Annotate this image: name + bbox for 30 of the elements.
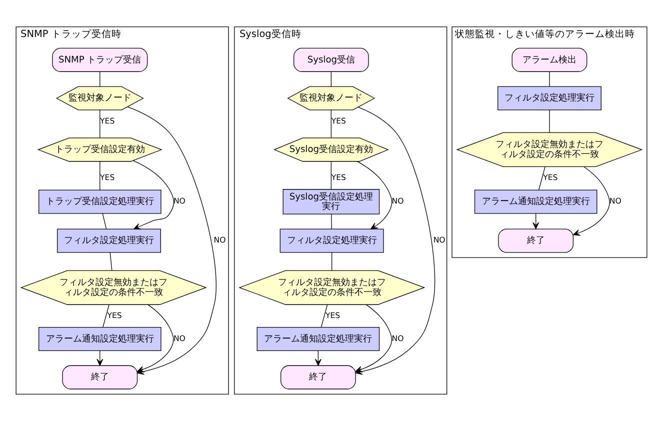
connector	[538, 166, 546, 190]
node-box: Syslog受信	[294, 48, 369, 72]
arrow	[572, 166, 610, 236]
node-box: トラップ受信設定処理実行	[38, 190, 162, 214]
node-box: 終了	[280, 365, 356, 390]
connector	[549, 71, 550, 87]
node-box: フィルタ設定処理実行	[57, 228, 161, 253]
connector	[331, 214, 332, 230]
connector	[549, 110, 550, 133]
arrow	[132, 160, 174, 230]
node-box: アラーム通知設定処理実行	[38, 326, 162, 351]
node-box: アラーム通知設定処理実行	[256, 326, 380, 351]
connector	[330, 71, 332, 87]
connector	[102, 213, 107, 230]
node-box: 終了	[498, 228, 574, 253]
node-box: SNMP トラップ受信	[52, 48, 148, 72]
connector	[102, 304, 110, 328]
arrow	[137, 304, 174, 372]
node-box: Syslog受信設定処理実行	[282, 189, 380, 214]
node-box: フィルタ設定処理実行	[280, 228, 384, 253]
node-box: 終了	[62, 365, 138, 390]
connector	[110, 252, 112, 271]
connector	[330, 161, 332, 190]
connector	[330, 110, 332, 138]
arrow	[357, 161, 392, 230]
node-box: フィルタ設定処理実行	[498, 86, 602, 110]
arrow	[355, 304, 392, 372]
node-box: アラーム通知設定処理実行	[474, 190, 598, 214]
node-box: アラーム検出	[512, 48, 588, 72]
connector	[320, 304, 328, 328]
